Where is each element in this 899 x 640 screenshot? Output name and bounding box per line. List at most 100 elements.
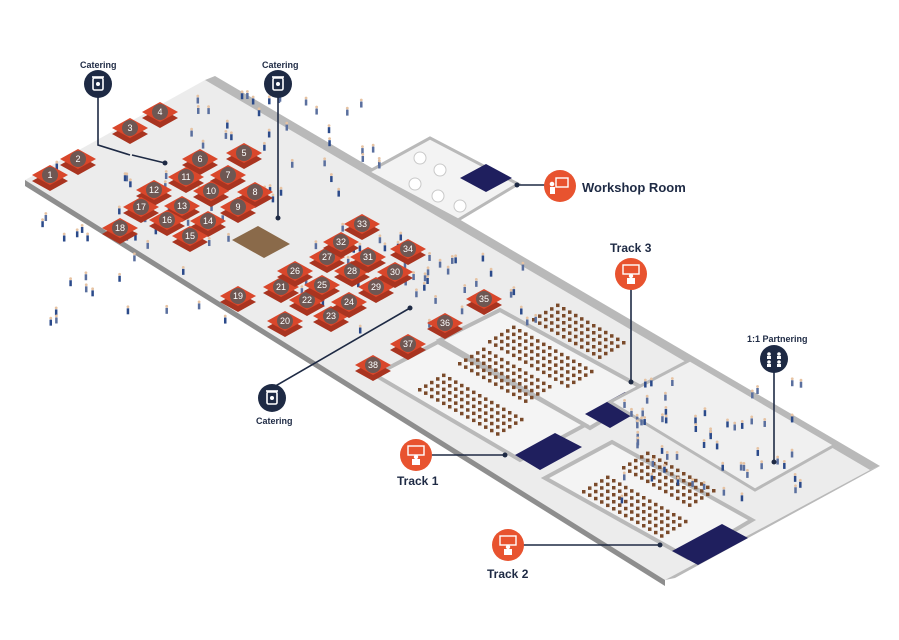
chair	[566, 370, 570, 374]
chair	[472, 411, 476, 416]
attendee-head	[133, 252, 136, 256]
attendee	[165, 307, 168, 314]
chair	[490, 428, 494, 433]
chair	[464, 358, 468, 362]
chair	[600, 500, 604, 504]
booth-1-number: 1	[47, 170, 52, 180]
booth-8-number: 8	[252, 187, 257, 197]
attendee-head	[117, 205, 121, 209]
chair	[636, 520, 640, 525]
attendee-head	[519, 305, 523, 309]
attendee-head	[534, 313, 538, 317]
attendee	[118, 275, 121, 282]
chair	[624, 485, 628, 490]
chair	[524, 399, 528, 403]
attendee	[84, 274, 88, 281]
chair	[476, 372, 480, 376]
attendee	[691, 480, 694, 487]
attendee-head	[358, 324, 362, 328]
speaker-podium-icon	[492, 529, 524, 561]
chair	[524, 392, 528, 396]
chair	[424, 391, 428, 395]
chair	[488, 379, 492, 383]
attendee-head	[197, 300, 201, 304]
chair	[594, 489, 598, 494]
booth-10-marker	[203, 183, 219, 199]
attendee	[404, 279, 407, 286]
attendee	[55, 317, 58, 324]
chair	[658, 458, 662, 462]
booth-37-marker	[400, 336, 416, 352]
booth-14-marker	[200, 213, 216, 229]
attendee	[694, 417, 697, 424]
chair	[524, 378, 528, 382]
attendee	[663, 466, 666, 473]
attendee	[790, 416, 794, 423]
chair	[470, 354, 474, 359]
attendee-head	[49, 316, 53, 320]
presenter-board-icon-bg	[544, 170, 576, 202]
workshop-table	[413, 151, 427, 165]
chair	[538, 321, 542, 325]
attendee-head	[640, 416, 643, 420]
attendee	[746, 471, 749, 478]
attendee	[793, 475, 797, 482]
attendee	[230, 134, 233, 141]
chair	[436, 398, 440, 402]
chair	[478, 394, 482, 398]
attendee-head	[91, 287, 95, 291]
attendee	[86, 235, 89, 242]
booth-7-marker	[220, 167, 236, 183]
attendee	[80, 226, 84, 233]
chair	[648, 513, 652, 517]
booth-4-marker	[152, 104, 168, 120]
chair	[580, 338, 584, 342]
attendee	[290, 161, 294, 168]
chair	[654, 509, 658, 514]
chair	[568, 324, 572, 328]
attendee	[722, 489, 726, 496]
attendee	[182, 268, 185, 275]
attendee-head	[328, 137, 331, 141]
chair	[588, 493, 592, 497]
chair	[648, 506, 652, 510]
chair	[524, 385, 528, 389]
chair	[598, 334, 602, 338]
attendee-head	[691, 478, 694, 481]
attendee	[118, 208, 121, 215]
attendee-head	[377, 159, 381, 163]
attendee	[799, 481, 802, 488]
chair	[490, 407, 494, 412]
chair	[494, 343, 498, 347]
chair	[442, 401, 446, 406]
chair	[484, 418, 488, 422]
chair	[584, 373, 588, 377]
booth-2-number: 2	[75, 154, 80, 164]
attendee-head	[760, 460, 764, 464]
attendee-head	[196, 94, 200, 98]
attendee	[125, 175, 129, 182]
booth-13-marker	[174, 198, 190, 214]
chair	[592, 324, 596, 328]
attendee	[277, 97, 281, 104]
coffee-cup-icon	[84, 70, 112, 98]
attendee-head	[128, 178, 132, 182]
chair	[666, 516, 670, 521]
attendee-head	[446, 265, 450, 269]
attendee	[636, 439, 640, 446]
attendee-head	[423, 272, 427, 276]
chair	[586, 334, 590, 339]
catering-3-line	[271, 307, 411, 389]
chair	[630, 510, 634, 514]
chair	[578, 377, 582, 381]
meeting-group-icon	[760, 345, 788, 373]
attendee-head	[337, 187, 341, 191]
attendee-head	[620, 494, 624, 498]
booth-6-number: 6	[197, 154, 202, 164]
attendee	[799, 381, 803, 388]
attendee-head	[721, 461, 725, 465]
chair	[676, 496, 680, 501]
callout-dot	[275, 215, 281, 221]
chair	[518, 350, 522, 354]
attendee-head	[358, 242, 362, 246]
